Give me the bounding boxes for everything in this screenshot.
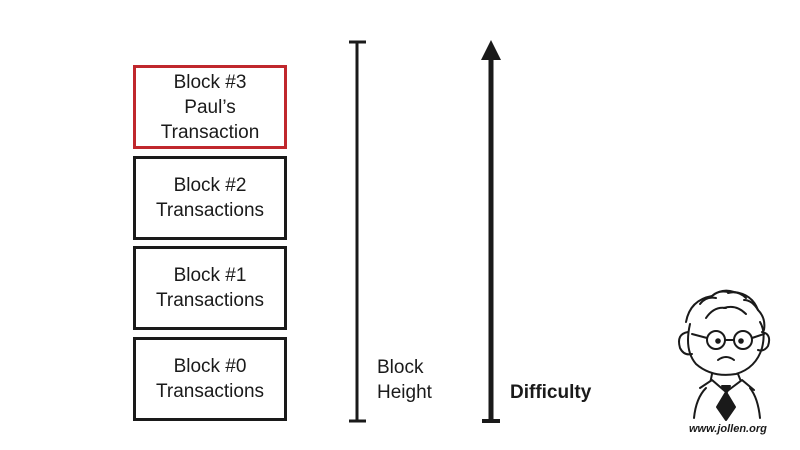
- block-2-content: Transactions: [155, 200, 265, 221]
- difficulty-arrow: [481, 40, 501, 423]
- block-1-content: Transactions: [155, 290, 265, 311]
- block-0-content: Transactions: [155, 381, 265, 402]
- cartoon-mascot: [678, 289, 771, 421]
- block-2: Block #2 Transactions: [133, 156, 287, 240]
- block-height-label: Block Height: [377, 355, 432, 405]
- block-3-content: Transaction: [160, 121, 260, 143]
- block-2-title: Block #2: [173, 175, 247, 196]
- difficulty-label: Difficulty: [510, 382, 592, 403]
- block-0: Block #0 Transactions: [133, 337, 287, 421]
- block-0-title: Block #0: [173, 356, 247, 377]
- block-3-paul-transaction: Block #3 Paul’s Transaction: [133, 65, 287, 149]
- block-1: Block #1 Transactions: [133, 246, 287, 330]
- block-3-owner: Paul’s: [184, 96, 236, 118]
- block-1-title: Block #1: [173, 265, 247, 286]
- watermark-url: www.jollen.org: [689, 423, 767, 435]
- block-3-title: Block #3: [173, 71, 247, 93]
- block-height-label-line-1: Block: [377, 357, 424, 378]
- block-height-label-line-2: Height: [377, 382, 432, 403]
- block-height-bracket: [349, 40, 366, 423]
